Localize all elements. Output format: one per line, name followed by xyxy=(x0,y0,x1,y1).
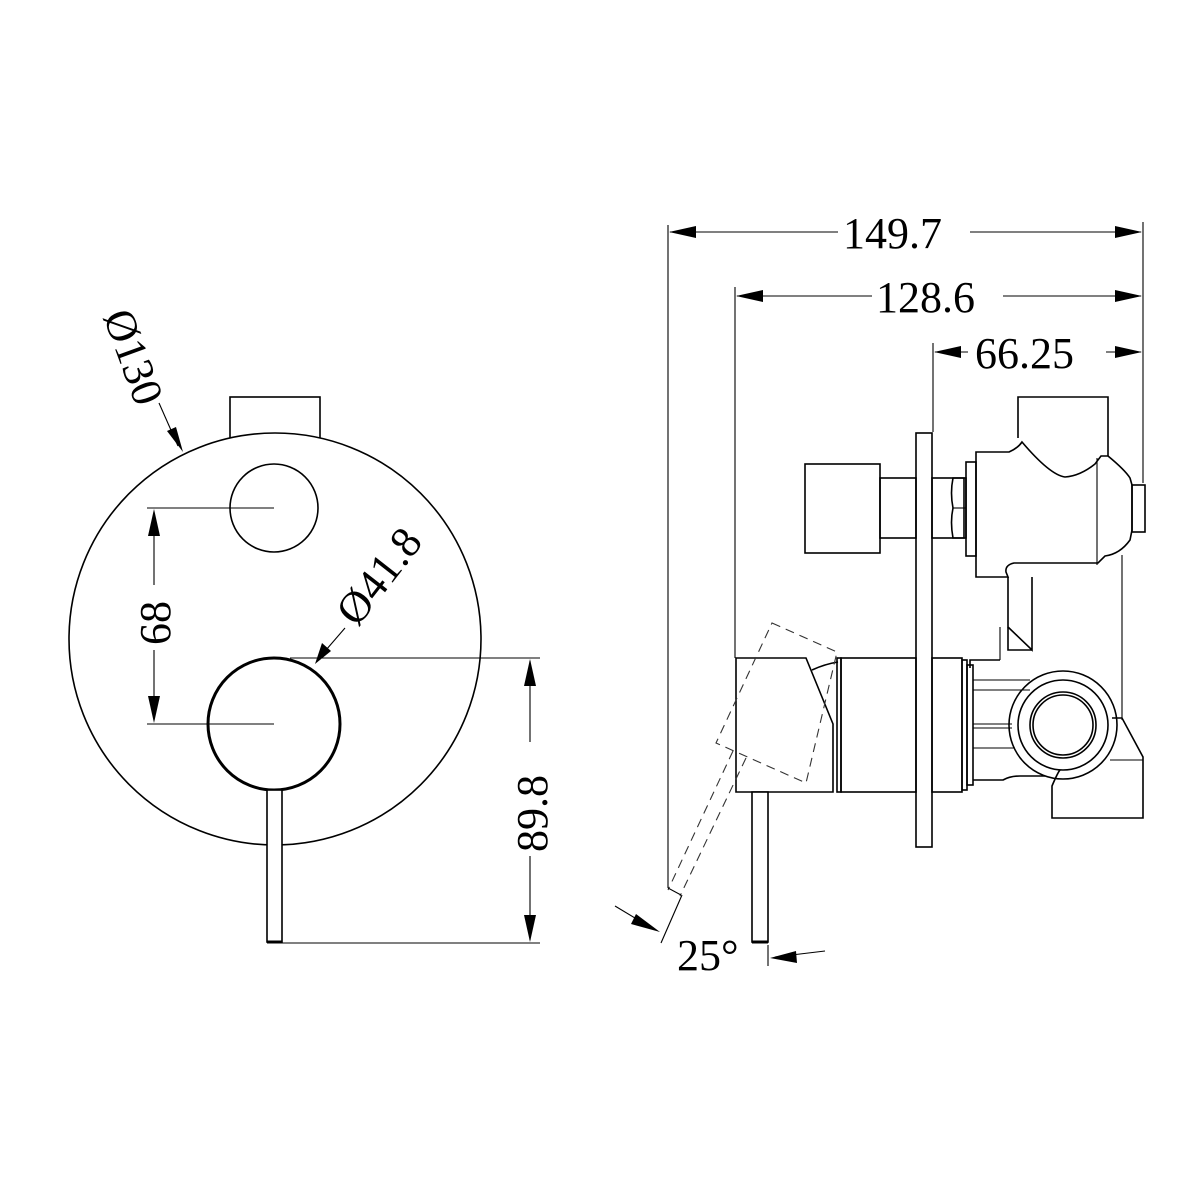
overall-depth-dimension: 149.7 xyxy=(669,209,1142,258)
lever-angle-dimension: 25° xyxy=(614,894,826,980)
lever-angle-label: 25° xyxy=(677,931,739,980)
body-depth-dimension: 66.25 xyxy=(934,329,1142,378)
rotated-lever-ghost xyxy=(667,622,838,897)
cartridge xyxy=(840,657,917,793)
side-view: 149.7 128.6 66.25 xyxy=(614,209,1146,980)
handle-block xyxy=(735,657,834,793)
lever-side xyxy=(751,791,769,943)
valve-body-upper xyxy=(975,440,1133,578)
overall-depth-label: 149.7 xyxy=(843,209,942,258)
outlet-fitting xyxy=(1008,670,1118,780)
plate-diameter-dimension: Ø130 xyxy=(94,303,183,452)
body-depth-label: 66.25 xyxy=(975,329,1074,378)
center-spacing-dimension: 68 xyxy=(131,507,274,725)
lever xyxy=(266,789,283,943)
front-view: Ø130 68 Ø41.8 89.8 xyxy=(68,303,557,944)
lever-height-label: 89.8 xyxy=(508,775,557,852)
wall-plate-side xyxy=(915,432,933,848)
lever-height-dimension: 89.8 xyxy=(282,657,557,944)
plate-diameter-label: Ø130 xyxy=(94,303,173,412)
diverter-knob xyxy=(804,463,881,554)
plate-depth-label: 128.6 xyxy=(876,273,975,322)
plate-depth-dimension: 128.6 xyxy=(736,273,1142,322)
center-spacing-label: 68 xyxy=(131,601,180,645)
